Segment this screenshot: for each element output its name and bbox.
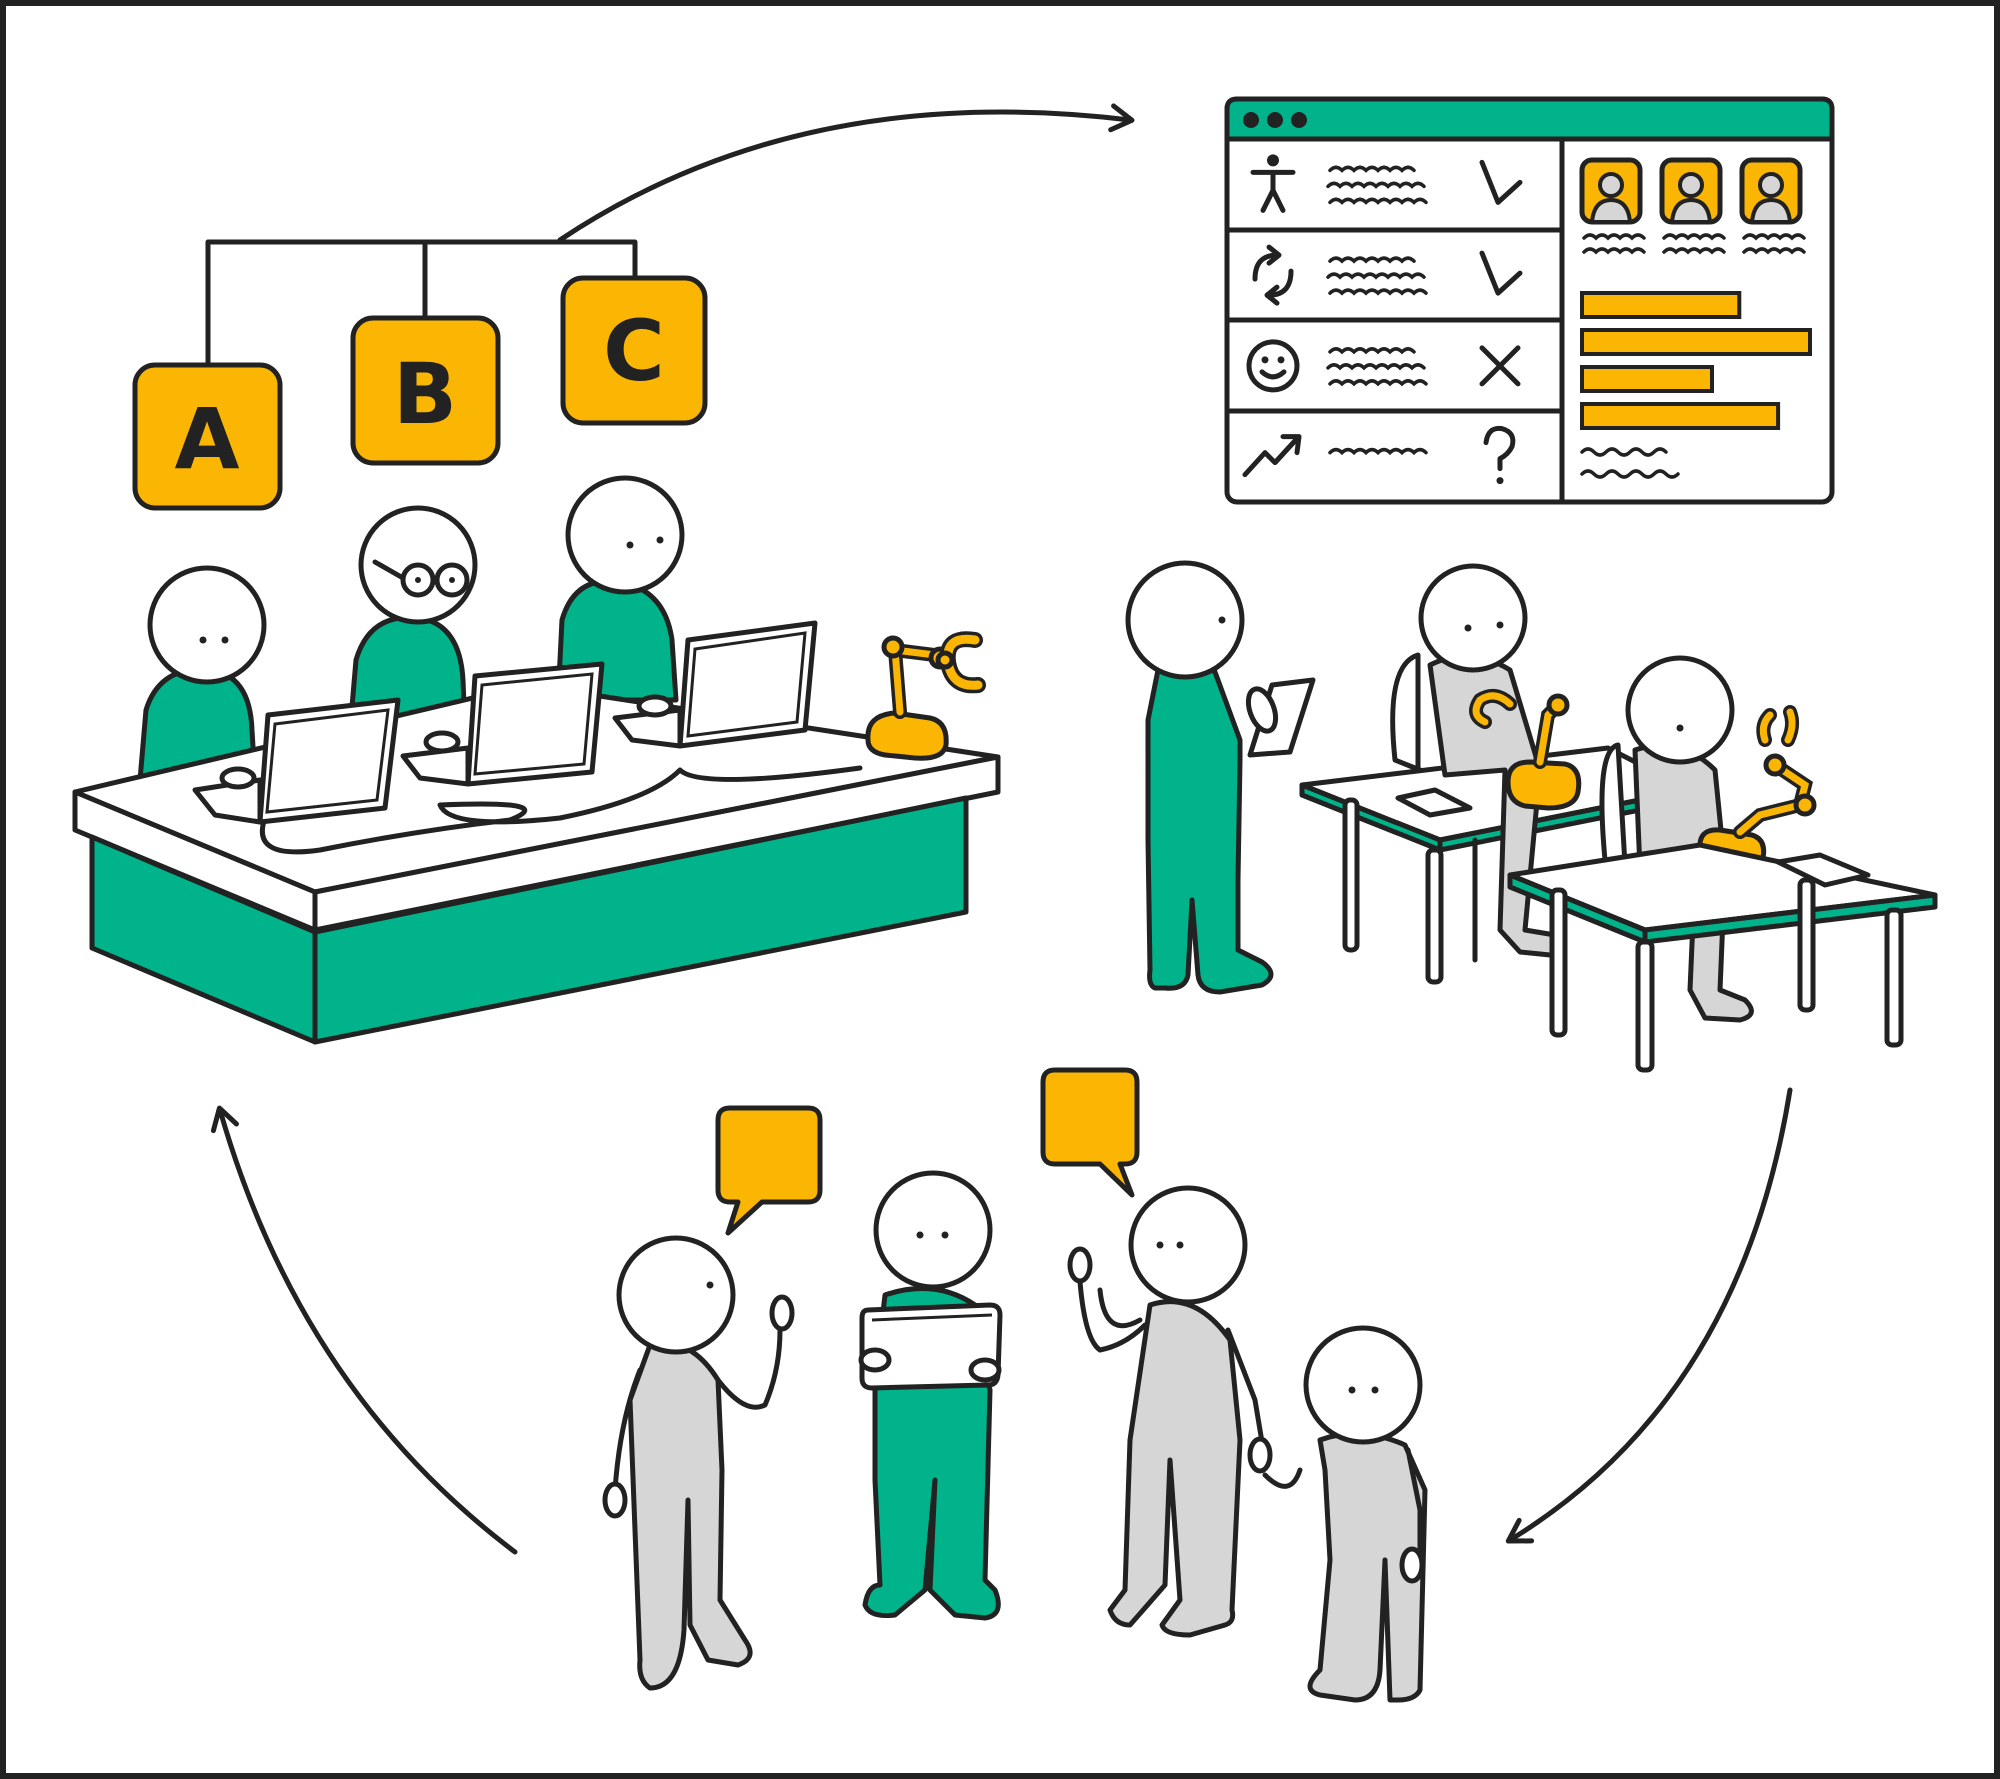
child-stakeholder [1262, 1325, 1428, 1703]
cross-mark-icon [1479, 345, 1521, 387]
summary-text-squiggle [1580, 447, 1680, 479]
mouse [636, 694, 674, 718]
designer-with-glasses [347, 505, 478, 733]
option-box-b: B [350, 315, 501, 466]
criteria-text-squiggle [1328, 197, 1428, 205]
option-tree-branches [205, 239, 638, 368]
laptop-right [612, 620, 818, 749]
criteria-text-squiggle [1328, 379, 1428, 387]
smiley-icon [1246, 339, 1300, 393]
trend-up-icon [1242, 434, 1302, 478]
robot-arm-test-1 [1505, 693, 1582, 811]
option-box-c: C [560, 275, 708, 426]
criteria-text-squiggle [1326, 181, 1426, 189]
criteria-text-squiggle [1328, 256, 1416, 264]
option-label-c: C [603, 302, 665, 400]
criteria-row [1242, 425, 1516, 485]
result-bar [1580, 402, 1781, 430]
laptop-middle [400, 661, 605, 787]
criteria-text-squiggle [1328, 288, 1428, 296]
window-dot-icon [1243, 112, 1259, 128]
result-bar [1580, 328, 1812, 356]
criteria-text-squiggle [1328, 447, 1428, 456]
criteria-text-squiggle [1326, 272, 1426, 280]
test-table-front [1507, 842, 1938, 1073]
check-mark-icon [1479, 159, 1523, 205]
laptop-left [192, 697, 401, 825]
option-label-b: B [393, 345, 457, 443]
tablet-icon [1247, 677, 1316, 758]
designer-right [555, 475, 685, 703]
mouse [423, 730, 461, 754]
check-mark-icon [1479, 250, 1523, 296]
mouse [219, 766, 257, 790]
head [565, 475, 685, 595]
tablet-prototype-icon [859, 1302, 1003, 1391]
desk-side [312, 795, 969, 1045]
window-title-bar [1224, 96, 1835, 142]
participant-avatar-icon [1659, 157, 1726, 255]
question-mark-icon [1483, 425, 1516, 485]
criteria-row [1252, 244, 1523, 306]
option-box-a: A [132, 362, 283, 511]
criteria-text-squiggle [1328, 165, 1416, 173]
test-participant-front [1599, 655, 1754, 1023]
criteria-list [1242, 154, 1523, 485]
report-window [1224, 96, 1835, 505]
participant-avatar-icon [1579, 157, 1646, 255]
participant-list [1579, 157, 1806, 255]
results-bars [1580, 291, 1812, 430]
cycle-arrows-icon [1252, 244, 1294, 306]
result-bar [1580, 365, 1714, 393]
stakeholder-left [602, 1235, 795, 1691]
designer-left [137, 565, 267, 783]
designer-with-prototype [858, 1170, 1003, 1621]
facilitator-with-tablet [1125, 560, 1316, 995]
speech-bubble-left [715, 1105, 823, 1236]
accessibility-icon [1250, 154, 1296, 213]
criteria-text-squiggle [1328, 347, 1416, 355]
head [147, 565, 267, 685]
cycle-arrow-right [1505, 1087, 1793, 1544]
cable [259, 765, 863, 855]
cycle-arrow-left [210, 1105, 518, 1555]
option-tree: A B C [132, 239, 708, 511]
cycle-arrow-top [557, 103, 1135, 243]
criteria-text-squiggle [1326, 363, 1426, 371]
result-bar [1580, 291, 1742, 319]
robot-arm-prototype [865, 631, 986, 761]
stakeholder-right [1067, 1185, 1273, 1638]
speech-bubble-right [1040, 1067, 1140, 1198]
criteria-row [1250, 154, 1523, 213]
option-label-a: A [174, 390, 239, 488]
participant-avatar-icon [1739, 157, 1806, 255]
criteria-row [1246, 339, 1521, 393]
